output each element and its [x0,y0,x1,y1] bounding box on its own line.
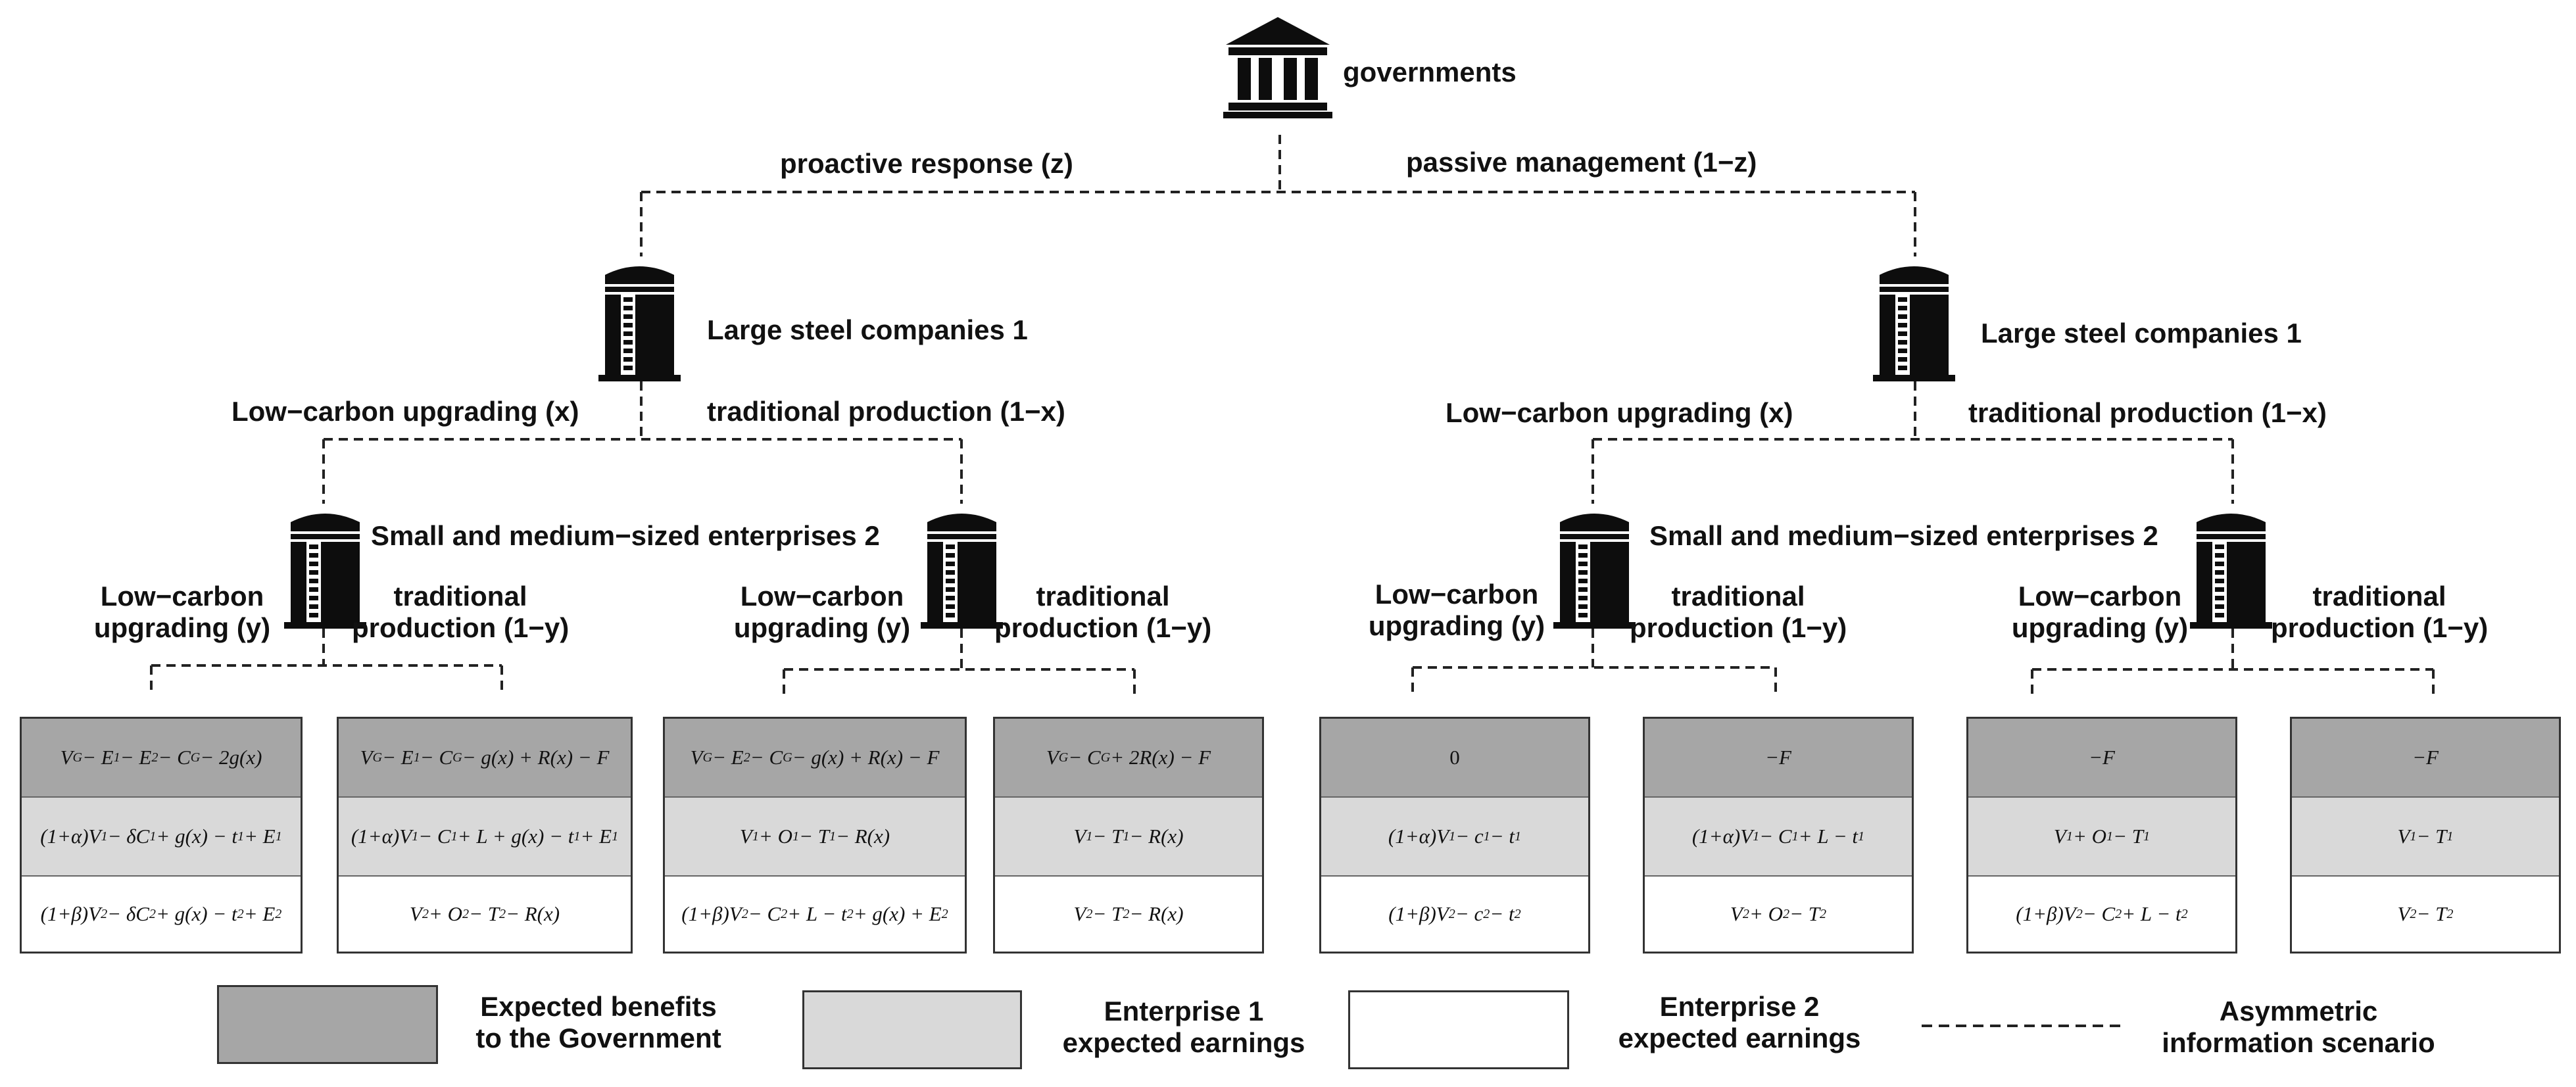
large-steel-company-icon [598,266,681,381]
large-steel-company-icon [1873,266,1955,381]
legend-enterprise1-swatch [802,990,1022,1069]
sme-icon [921,514,1003,629]
government-payoff: 0 [1321,719,1588,798]
government-payoff: −F [1645,719,1912,798]
large-steel-companies-label: Large steel companies 1 [707,314,1028,345]
legend-government-swatch [217,985,438,1064]
governments-label: governments [1343,57,1517,87]
low-carbon-x-label: Low−carbon upgrading (x) [1446,397,1793,428]
sme-label: Small and medium−sized enterprises 2 [371,520,880,551]
passive-management-label: passive management (1−z) [1406,147,1757,178]
legend-enterprise2-swatch [1348,990,1569,1069]
traditional-x-label: traditional production (1−x) [707,396,1065,427]
sme-icon [1553,514,1636,629]
government-payoff: −F [2292,719,2559,798]
government-building-icon [1223,17,1332,118]
legend-dashed-line [1922,1025,2121,1027]
sme-icon [284,514,366,629]
traditional-x-label: traditional production (1−x) [1968,397,2327,428]
government-payoff: −F [1968,719,2235,798]
sme-icon [2190,514,2272,629]
large-steel-companies-label: Large steel companies 1 [1981,318,2302,349]
low-carbon-x-label: Low−carbon upgrading (x) [231,396,579,427]
sme-label: Small and medium−sized enterprises 2 [1649,520,2158,551]
proactive-response-label: proactive response (z) [780,148,1073,179]
